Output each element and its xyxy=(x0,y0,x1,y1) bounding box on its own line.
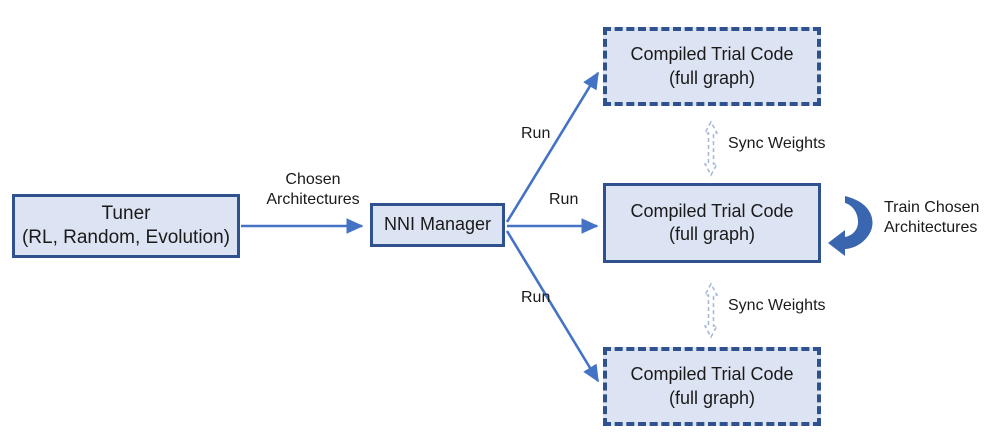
edge-label-run-middle: Run xyxy=(549,191,579,208)
node-trial-code-bottom-line2: (full graph) xyxy=(668,387,756,408)
edge-label-run-bottom: Run xyxy=(521,289,551,306)
train-loop-arrow xyxy=(828,196,873,256)
edge-label-train-line2: Architectures xyxy=(884,219,978,236)
node-nni-manager-line1: NNI Manager xyxy=(383,214,492,235)
node-trial-code-middle-line2: (full graph) xyxy=(668,224,756,244)
node-trial-code-bottom-line1: Compiled Trial Code xyxy=(630,364,794,385)
node-trial-code-middle-line1: Compiled Trial Code xyxy=(630,200,794,221)
node-trial-code-top[interactable]: Compiled Trial Code (full graph) xyxy=(603,27,821,106)
edge-label-sync-weights-top: Sync Weights xyxy=(728,135,826,152)
edge-label-run-top: Run xyxy=(521,125,551,142)
sync-weights-arrow-bottom xyxy=(703,282,719,339)
edge-label-train-line1: Train Chosen xyxy=(884,199,980,216)
node-trial-code-top-line2: (full graph) xyxy=(668,67,756,88)
node-trial-code-bottom[interactable]: Compiled Trial Code (full graph) xyxy=(603,347,821,426)
sync-weights-arrow-top xyxy=(703,120,719,177)
edge-label-chosen-architectures: Chosen Architectures xyxy=(258,170,368,210)
node-trial-code-top-line1: Compiled Trial Code xyxy=(630,44,794,65)
node-tuner[interactable]: Tuner (RL, Random, Evolution) xyxy=(12,194,240,258)
node-tuner-line1: Tuner xyxy=(101,202,151,224)
node-nni-manager[interactable]: NNI Manager xyxy=(370,203,505,247)
edge-label-chosen-architectures-line2: Architectures xyxy=(266,191,360,208)
edge-label-train-chosen-architectures: Train Chosen Architectures xyxy=(884,198,988,238)
edge-label-chosen-architectures-line1: Chosen xyxy=(285,171,341,188)
node-tuner-line2: (RL, Random, Evolution) xyxy=(21,227,231,248)
node-trial-code-middle[interactable]: Compiled Trial Code (full graph) xyxy=(603,183,821,263)
edge-label-sync-weights-bottom: Sync Weights xyxy=(728,297,826,314)
